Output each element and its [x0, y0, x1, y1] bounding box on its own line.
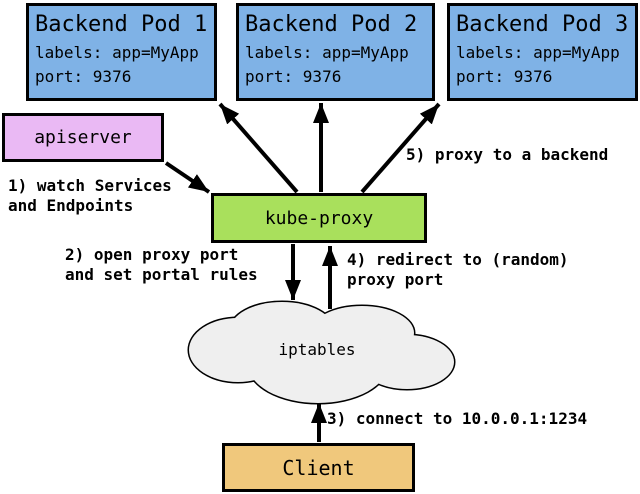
step-5-proxy-backend-label: 5) proxy to a backend — [406, 145, 609, 164]
step-4-redirect-label: 4) redirect to (random) proxy port — [347, 250, 569, 289]
backend-pod-3-labels: labels: app=MyApp — [456, 43, 620, 62]
kube-proxy-label: kube-proxy — [264, 207, 374, 229]
arrow-proxy-to-backend-3 — [360, 102, 441, 194]
apiserver-label: apiserver — [34, 127, 132, 148]
kube-proxy-box: kube-proxy — [211, 193, 427, 243]
iptables-label: iptables — [278, 340, 356, 359]
backend-pod-3-box: Backend Pod 3 labels: app=MyApp port: 93… — [447, 3, 638, 101]
backend-pod-1-title: Backend Pod 1 — [35, 12, 208, 37]
step-2-open-proxy-port-label: 2) open proxy port and set portal rules — [65, 245, 258, 284]
apiserver-box: apiserver — [2, 113, 164, 162]
iptables-cloud — [187, 300, 456, 405]
backend-pod-2-box: Backend Pod 2 labels: app=MyApp port: 93… — [236, 3, 435, 101]
step-1-watch-services-label: 1) watch Services and Endpoints — [8, 176, 172, 215]
backend-pod-2-port: port: 9376 — [245, 67, 342, 86]
client-label: Client — [282, 455, 355, 480]
step-3-connect-label: 3) connect to 10.0.0.1:1234 — [327, 409, 588, 428]
backend-pod-1-box: Backend Pod 1 labels: app=MyApp port: 93… — [26, 3, 217, 101]
backend-pod-3-title: Backend Pod 3 — [456, 12, 629, 37]
backend-pod-2-title: Backend Pod 2 — [245, 12, 418, 37]
arrow-watch-services — [164, 161, 211, 194]
arrow-proxy-to-backend-1 — [218, 102, 299, 194]
client-box: Client — [222, 443, 415, 492]
backend-pod-1-labels: labels: app=MyApp — [35, 43, 199, 62]
backend-pod-1-port: port: 9376 — [35, 67, 132, 86]
arrows-group — [164, 102, 441, 442]
backend-pod-3-port: port: 9376 — [456, 67, 553, 86]
backend-pod-2-labels: labels: app=MyApp — [245, 43, 409, 62]
